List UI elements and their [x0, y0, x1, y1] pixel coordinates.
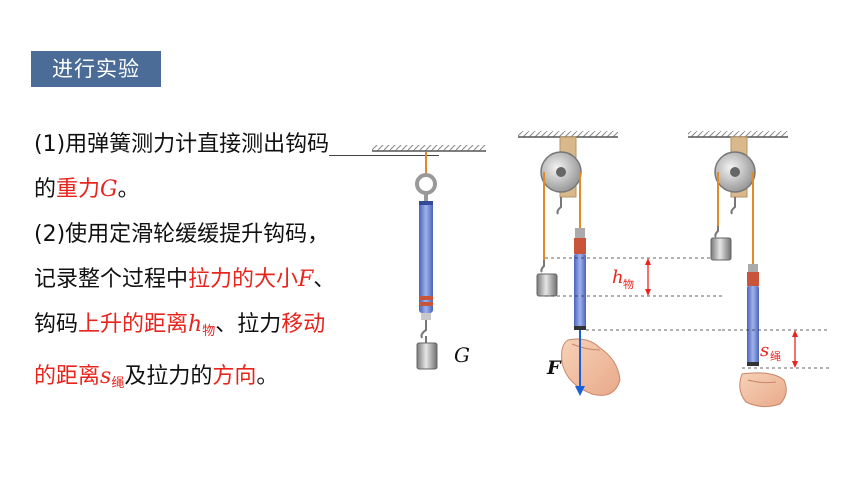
- var-s-sub: 绳: [111, 376, 125, 391]
- label-h: h: [612, 267, 624, 288]
- step2-line3: 钩码上升的距离h物、拉力移动: [34, 302, 374, 354]
- scale-cap-1: [419, 201, 433, 205]
- experiment-steps: (1)用弹簧测力计直接测出钩码 的重力G。 (2)使用定滑轮缓缓提升钩码， 记录…: [34, 122, 440, 406]
- scale-ring: [415, 173, 437, 195]
- pulley-hook-2: [556, 197, 562, 215]
- scale-end-3: [747, 362, 759, 366]
- step2-line1: (2)使用定滑轮缓缓提升钩码，: [34, 212, 374, 257]
- hook-3: [714, 226, 719, 238]
- spring-scale-body-2: [574, 254, 586, 330]
- step2-text-e: 、拉力: [215, 312, 282, 337]
- scale-band-2: [574, 238, 586, 254]
- pulley-axle-3: [730, 167, 740, 177]
- step2-sep: 、: [313, 267, 336, 292]
- hook-1: [420, 320, 427, 339]
- scale-neck: [424, 193, 428, 201]
- scale-band-3: [747, 272, 759, 286]
- step1-line2: 的重力G。: [34, 167, 374, 212]
- ceiling-3: [688, 131, 788, 137]
- label-g: G: [454, 343, 470, 367]
- step2-text: (2)使用定滑轮缓缓提升钩码，: [34, 222, 330, 247]
- scale-bottom-1: [421, 313, 431, 320]
- step1-text: (1)用弹簧测力计直接测出钩码: [34, 132, 330, 157]
- step2-line4: 的距离s绳及拉力的方向。: [34, 354, 374, 406]
- step2-end: 。: [256, 364, 279, 389]
- var-h-sub: 物: [202, 324, 216, 339]
- hand-3-finger: [747, 379, 777, 384]
- scale-top-3: [748, 264, 758, 272]
- hand-2-finger: [571, 343, 601, 351]
- scale-top-2: [575, 228, 585, 238]
- highlight-move: 移动: [281, 312, 326, 337]
- step2-text-f: 及拉力的: [124, 364, 213, 389]
- figure-pulley-lift: h 物 F: [518, 131, 722, 396]
- pulley-axle-2: [556, 167, 566, 177]
- highlight-direction: 方向: [212, 364, 257, 389]
- answer-blank: [329, 135, 440, 156]
- ceiling-2: [518, 131, 618, 137]
- section-title: 进行实验: [31, 51, 161, 87]
- var-s: s: [100, 364, 112, 389]
- scale-band-1b: [419, 302, 433, 306]
- h-arrow-up: [645, 258, 651, 265]
- hand-2: [561, 338, 621, 396]
- highlight-gravity: 重力: [56, 177, 101, 202]
- ceiling-1: [372, 145, 486, 151]
- force-arrow-head: [575, 386, 585, 396]
- h-arrow-down: [645, 289, 651, 296]
- weight-2: [536, 273, 558, 297]
- weight-3: [710, 237, 732, 261]
- spring-scale-body-1: [419, 201, 433, 313]
- weight-1: [416, 342, 438, 370]
- step1-end: 。: [117, 177, 140, 202]
- step1-line1: (1)用弹簧测力计直接测出钩码: [34, 122, 440, 167]
- step2-text-d: 钩码: [34, 312, 79, 337]
- step1-text-b: 的: [34, 177, 57, 202]
- s-arrow-down: [792, 361, 798, 368]
- figure-pulley-after: s 绳: [688, 131, 830, 408]
- label-s-sub: 绳: [770, 349, 781, 363]
- step2-text-b: 记录整个过程中: [34, 267, 189, 292]
- label-h-sub: 物: [623, 277, 634, 291]
- hand-3: [739, 372, 787, 408]
- label-f: F: [546, 357, 562, 379]
- scale-end-2: [574, 326, 586, 330]
- var-f: F: [298, 267, 314, 292]
- pulley-hook-3: [730, 197, 736, 215]
- label-s: s: [760, 340, 769, 361]
- hook-2: [540, 260, 545, 273]
- highlight-rise: 上升的距离: [78, 312, 189, 337]
- highlight-force: 拉力的大小: [188, 267, 299, 292]
- scale-band-1a: [419, 296, 433, 300]
- s-arrow-up: [792, 330, 798, 337]
- var-g: G: [100, 177, 118, 202]
- step2-line2: 记录整个过程中拉力的大小F、: [34, 257, 374, 302]
- highlight-distance: 的距离: [34, 364, 101, 389]
- var-h: h: [188, 312, 203, 337]
- figure-scale-direct: G: [372, 145, 486, 370]
- spring-scale-body-3: [747, 286, 759, 366]
